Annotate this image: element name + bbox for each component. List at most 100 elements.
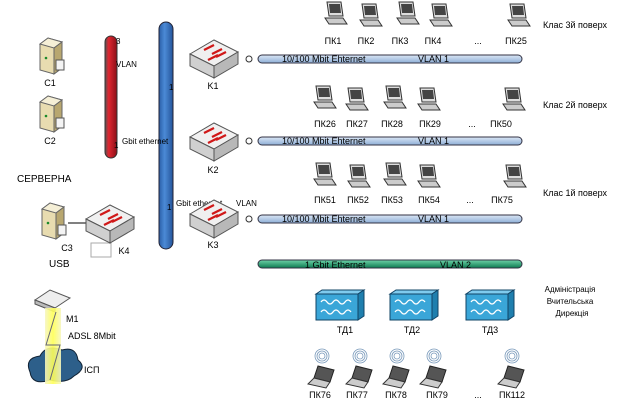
- pc-icon[interactable]: [345, 87, 369, 111]
- pc-icon[interactable]: [507, 3, 531, 27]
- admin-label-0: Адміністрація: [545, 285, 596, 294]
- server-label: C2: [44, 136, 56, 146]
- ap-label: ТД1: [337, 325, 353, 335]
- wifi-icon: [352, 348, 368, 364]
- pc-label: ПК52: [347, 195, 369, 205]
- laptop-label: ПК79: [426, 390, 448, 400]
- pc-icon[interactable]: [324, 1, 348, 25]
- server-c1[interactable]: [38, 37, 65, 75]
- wifi-icon: [426, 348, 442, 364]
- pc-icon[interactable]: [502, 87, 526, 111]
- pc-label: ПК50: [490, 119, 512, 129]
- pc-icon[interactable]: [313, 162, 337, 186]
- wifi-icon: [389, 348, 405, 364]
- wifi-icon: [504, 348, 520, 364]
- ethernet-bus: [257, 54, 523, 64]
- gbit-bus-vlan: VLAN 2: [440, 260, 471, 270]
- lightning-icon: [45, 311, 61, 381]
- ap-label: ТД2: [404, 325, 420, 335]
- pc-label: ПК75: [491, 195, 513, 205]
- serverroom-title: СЕРВЕРНА: [17, 174, 72, 185]
- blue-pipe-mid-label: 1: [169, 83, 174, 92]
- red-vlan-pipe: [104, 35, 118, 159]
- bus-vlan-label: VLAN 1: [418, 54, 449, 64]
- pc-label: ПК29: [419, 119, 441, 129]
- access-point-1[interactable]: [314, 289, 366, 321]
- pc-icon[interactable]: [313, 85, 337, 109]
- adsl-label: ADSL 8Mbit: [68, 331, 116, 341]
- red-pipe-vlan-label: VLAN: [116, 60, 137, 69]
- k4-box: [90, 242, 112, 258]
- bus-label: 10/100 Mbit Ehternet: [282, 54, 366, 64]
- laptop-label: ...: [474, 390, 482, 400]
- red-pipe-top-label: 3: [116, 37, 121, 46]
- server-label: C3: [61, 243, 73, 253]
- laptop-label: ПК76: [309, 390, 331, 400]
- pc-label: ПК1: [325, 36, 342, 46]
- switch-label: K3: [207, 240, 218, 250]
- floor-label: Клас 1й поверх: [543, 188, 608, 198]
- pc-label: ПК54: [418, 195, 440, 205]
- admin-label-2: Дирекція: [556, 309, 589, 318]
- server-c2[interactable]: [38, 95, 65, 133]
- bus-label: 10/100 Mbit Ehternet: [282, 136, 366, 146]
- switch-k1[interactable]: [188, 39, 240, 79]
- laptop-icon[interactable]: [419, 348, 447, 389]
- pc-label: ПК25: [505, 36, 527, 46]
- switch-k2[interactable]: [188, 122, 240, 162]
- pc-label: ПК4: [425, 36, 442, 46]
- ap-label: ТД3: [482, 325, 498, 335]
- laptop-icon[interactable]: [345, 348, 373, 389]
- pc-icon[interactable]: [383, 85, 407, 109]
- switch-k3[interactable]: [188, 199, 240, 239]
- laptop-icon[interactable]: [307, 348, 335, 389]
- ethernet-bus: [257, 214, 523, 224]
- blue-backbone-pipe: [158, 21, 174, 250]
- pc-icon[interactable]: [383, 162, 407, 186]
- k3-vlan-label: VLAN: [236, 199, 257, 208]
- admin-label-1: Вчительська: [547, 297, 594, 306]
- server-c3[interactable]: [40, 202, 67, 240]
- pc-label: ПК28: [381, 119, 403, 129]
- laptop-icon[interactable]: [497, 348, 525, 389]
- pc-icon[interactable]: [417, 164, 441, 188]
- access-point-3[interactable]: [464, 289, 516, 321]
- pc-label: ...: [474, 36, 482, 46]
- pc-icon[interactable]: [396, 1, 420, 25]
- modem-label: M1: [66, 314, 79, 324]
- laptop-label: ПК78: [385, 390, 407, 400]
- bus-vlan-label: VLAN 1: [418, 214, 449, 224]
- red-pipe-bottom-label: 1: [114, 141, 119, 150]
- pc-icon[interactable]: [347, 164, 371, 188]
- bus-vlan-label: VLAN 1: [418, 136, 449, 146]
- pc-icon[interactable]: [503, 164, 527, 188]
- pc-label: ...: [466, 195, 474, 205]
- floor-label: Клас 2й поверх: [543, 100, 608, 110]
- pc-icon[interactable]: [359, 3, 383, 27]
- pc-icon[interactable]: [417, 87, 441, 111]
- gbit-bus-label: 1 Gbit Ethernet: [305, 260, 366, 270]
- pc-label: ПК26: [314, 119, 336, 129]
- laptop-icon[interactable]: [382, 348, 410, 389]
- laptop-label: ПК112: [499, 390, 525, 400]
- pc-label: ПК27: [346, 119, 368, 129]
- ethernet-bus: [257, 136, 523, 146]
- wifi-icon: [314, 348, 330, 364]
- switch-label: K2: [207, 165, 218, 175]
- floor-label: Клас 3й поверх: [543, 20, 608, 30]
- pc-icon[interactable]: [429, 3, 453, 27]
- access-point-2[interactable]: [388, 289, 440, 321]
- pc-label: ...: [468, 119, 476, 129]
- laptop-label: ПК77: [346, 390, 368, 400]
- gigabit-bus: [257, 259, 523, 269]
- pc-label: ПК51: [314, 195, 336, 205]
- server-label: C1: [44, 78, 56, 88]
- blue-pipe-gbit-label: Gbit ethernet: [176, 199, 223, 208]
- switch-k4[interactable]: [84, 204, 136, 244]
- pc-label: ПК3: [392, 36, 409, 46]
- pc-label: ПК2: [358, 36, 375, 46]
- usb-label: USB: [49, 259, 70, 270]
- switch-label: K4: [118, 246, 129, 256]
